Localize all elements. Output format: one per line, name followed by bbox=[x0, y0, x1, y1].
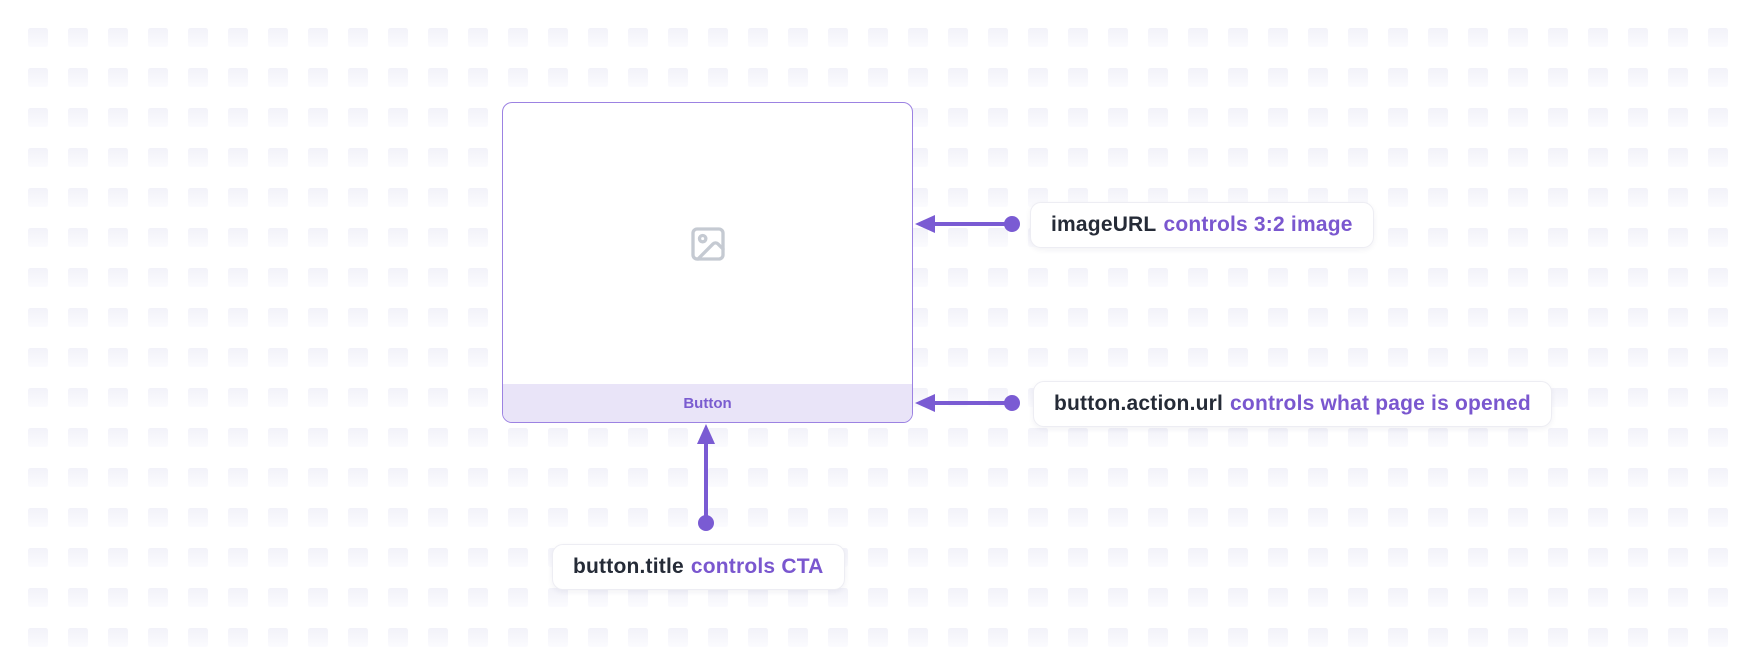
card-cta-button[interactable]: Button bbox=[503, 384, 912, 422]
annotation-field: imageURL bbox=[1051, 213, 1157, 236]
annotation-description: controls 3:2 image bbox=[1163, 213, 1353, 236]
image-icon bbox=[690, 226, 725, 261]
annotation-description: controls what page is opened bbox=[1230, 392, 1531, 415]
card-preview: Button bbox=[502, 102, 913, 423]
annotation-imageurl: imageURL controls 3:2 image bbox=[1030, 202, 1374, 248]
annotation-description: controls CTA bbox=[690, 555, 824, 578]
annotation-button-action-url: button.action.url controls what page is o… bbox=[1033, 381, 1552, 427]
card-image-placeholder bbox=[503, 103, 912, 384]
annotation-field: button.title bbox=[573, 555, 684, 578]
annotation-field: button.action.url bbox=[1054, 392, 1224, 415]
annotation-button-title: button.title controls CTA bbox=[552, 544, 845, 590]
